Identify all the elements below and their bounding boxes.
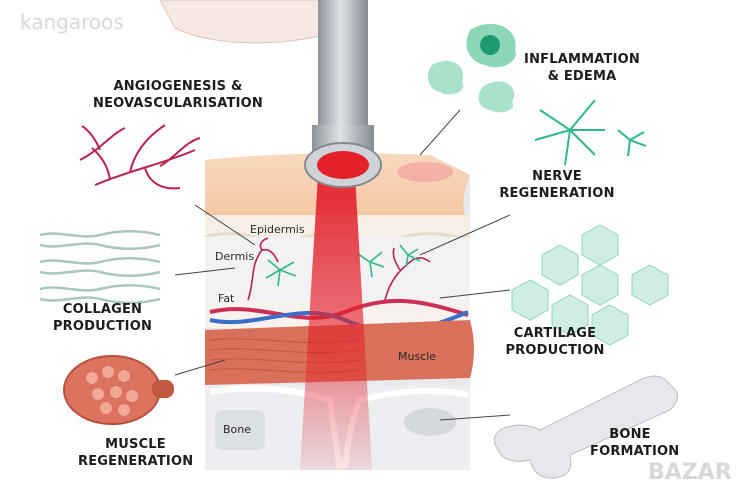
- collagen-line-2: PRODUCTION: [52, 319, 153, 334]
- angiogenesis-vessels: [79, 124, 201, 190]
- dermis-capillaries: [247, 237, 431, 301]
- watermark-top-left: kangaroos: [20, 10, 124, 34]
- cartilage-label: CARTILAGE PRODUCTION: [500, 325, 610, 359]
- bone-form-line-2: FORMATION: [590, 444, 680, 459]
- muscle-regen-line-1: MUSCLE: [105, 437, 166, 452]
- dermis-layer-label: Dermis: [215, 250, 255, 263]
- watermark-bottom-right: BAZAR: [648, 460, 732, 485]
- inflammation-line-1: INFLAMMATION: [524, 52, 640, 67]
- probe-body: [318, 0, 368, 130]
- laser-probe: [159, 0, 382, 470]
- collagen-label: COLLAGEN PRODUCTION: [40, 301, 165, 335]
- cartilage-line-2: PRODUCTION: [505, 343, 605, 358]
- bone-form-line-1: BONE: [609, 427, 651, 442]
- collagen-fibers: [39, 230, 161, 304]
- dermis-nerve-cells: [265, 244, 421, 287]
- cartilage-line-1: CARTILAGE: [513, 326, 597, 341]
- muscle-regeneration-label: MUSCLE REGENERATION: [78, 436, 193, 470]
- epidermis-layer-label: Epidermis: [250, 223, 305, 236]
- fat-layer-label: Fat: [218, 292, 235, 305]
- bone-marrow: [404, 408, 456, 436]
- inflammation-cells: [427, 23, 516, 113]
- muscle-layer-label: Muscle: [398, 350, 437, 363]
- probe-emitter: [317, 151, 369, 179]
- nerve-regeneration-label: NERVE REGENERATION: [492, 168, 622, 202]
- nerve-cells: [534, 99, 647, 166]
- connector-lines: [174, 109, 511, 421]
- inflammation-label: INFLAMMATION & EDEMA: [522, 51, 642, 85]
- muscle-fiber-illustration: [63, 355, 174, 425]
- nerve-line-1: NERVE: [532, 169, 582, 184]
- nerve-line-2: REGENERATION: [499, 186, 615, 201]
- cartilage-cells: [511, 224, 669, 346]
- muscle-regen-line-2: REGENERATION: [78, 454, 194, 469]
- angiogenesis-line-1: ANGIOGENESIS &: [113, 79, 243, 94]
- bone-formation-label: BONE FORMATION: [590, 426, 680, 460]
- angiogenesis-line-2: NEOVASCULARISATION: [92, 96, 263, 111]
- angiogenesis-label: ANGIOGENESIS & NEOVASCULARISATION: [88, 78, 268, 112]
- laser-beam: [300, 175, 372, 470]
- inflammation-line-2: & EDEMA: [547, 69, 617, 84]
- bone-illustration: [494, 375, 678, 479]
- collagen-line-1: COLLAGEN: [62, 302, 143, 317]
- bone-layer-label: Bone: [223, 423, 252, 436]
- inflamed-skin-spot: [397, 162, 453, 182]
